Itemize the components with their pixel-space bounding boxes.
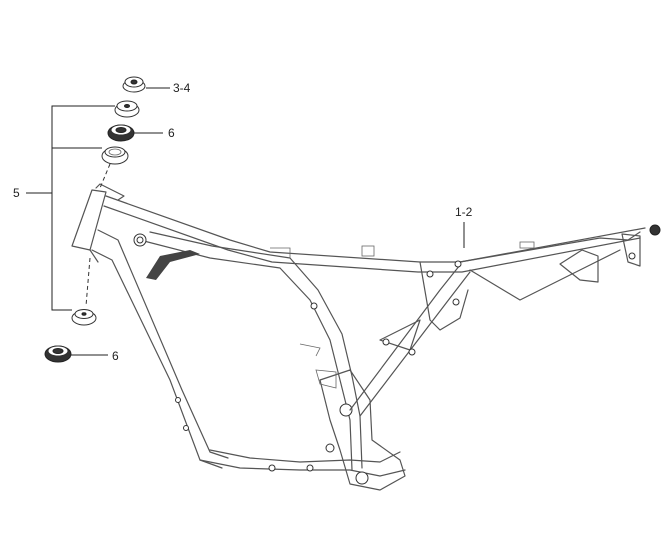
assembly-axis-line	[85, 163, 111, 307]
callout-bearing-set: 5	[13, 186, 20, 200]
steering-components	[44, 76, 146, 363]
callout-frame: 1-2	[455, 205, 473, 219]
upper-race	[101, 146, 129, 165]
leader-lines	[26, 87, 465, 356]
callout-bearing-bottom: 6	[112, 349, 119, 363]
upper-washer	[114, 100, 140, 118]
cone-race-top	[122, 76, 146, 93]
upper-bearing	[107, 124, 135, 142]
lower-race	[71, 309, 97, 326]
lower-bearing	[44, 345, 72, 363]
callout-bearing-top: 6	[168, 126, 175, 140]
gusset-plate	[146, 250, 200, 280]
frame-assembly	[71, 183, 661, 491]
callout-cone-race-top: 3-4	[173, 81, 191, 95]
